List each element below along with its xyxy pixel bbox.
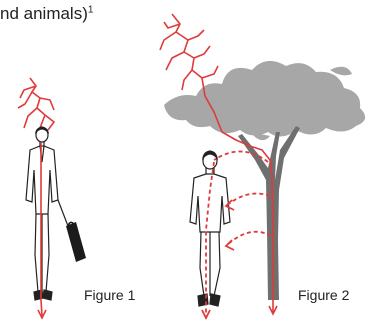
- person-icon: [26, 127, 58, 300]
- figure-2-caption: Figure 2: [298, 287, 349, 303]
- figure-2-illustration: [160, 14, 365, 318]
- person-icon: [190, 151, 230, 306]
- figure-1-caption: Figure 1: [84, 287, 135, 303]
- side-flash-arc-torso: [226, 194, 270, 206]
- briefcase-icon: [58, 200, 86, 262]
- arrow-hand-icon: [226, 240, 234, 250]
- figure-1-illustration: [18, 78, 86, 318]
- side-flash-arc-hand: [226, 232, 271, 246]
